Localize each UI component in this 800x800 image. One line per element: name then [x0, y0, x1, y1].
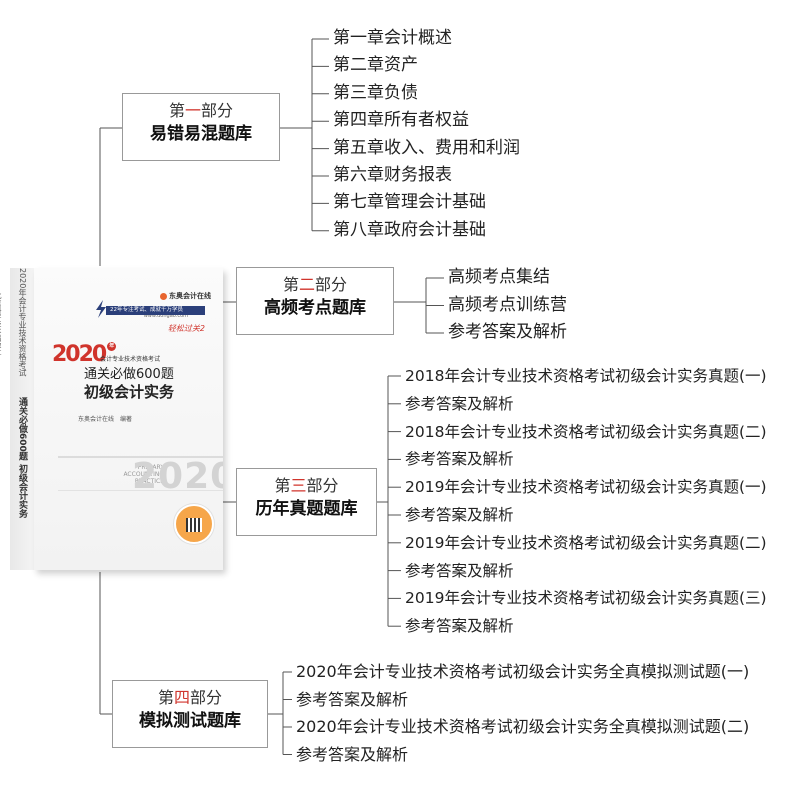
part-suffix: 部分	[190, 688, 223, 707]
part-prefix: 第	[157, 688, 174, 707]
part-number: 三	[290, 476, 307, 495]
brand-name: 东奥会计在线	[169, 292, 211, 300]
list-item: 2020年会计专业技术资格考试初级会计实务全真模拟测试题(一)	[296, 662, 750, 681]
brand-url: www.dongao.com	[143, 313, 188, 319]
part-label: 第三部分	[237, 475, 376, 497]
cover-title-line2: 初级会计实务	[84, 383, 175, 401]
series-signature: 轻松过关2	[167, 324, 205, 333]
brand-logo-icon	[160, 292, 167, 300]
cover-stripe-lower	[58, 490, 223, 491]
list-item: 2019年会计专业技术资格考试初级会计实务真题(三)	[405, 589, 767, 608]
list-item: 高频考点训练营	[448, 294, 567, 315]
cover-big-year: 2020	[132, 456, 223, 497]
list-item: 高频考点集结	[448, 267, 550, 287]
list-item: 第一章会计概述	[333, 28, 452, 48]
spine-title-text: 通关必做600题 初级会计实务	[17, 396, 27, 518]
list-item: 2020年会计专业技术资格考试初级会计实务全真模拟测试题(二)	[296, 717, 750, 736]
part-suffix: 部分	[315, 275, 348, 294]
spine-publisher-text: 北京科学技术出版社	[0, 292, 2, 355]
list-item: 2019年会计专业技术资格考试初级会计实务真题(二)	[405, 533, 767, 552]
part-label: 第二部分	[237, 274, 393, 296]
part-label: 第一部分	[123, 100, 279, 122]
book-cover: 东奥会计在线 www.dongao.com 22年专注考试、成就千万学员 轻松过…	[34, 268, 223, 570]
list-item: 第二章资产	[333, 55, 418, 76]
part-number: 四	[173, 688, 190, 707]
part-name: 历年真题题库	[255, 499, 358, 519]
qr-seal-icon	[174, 504, 214, 544]
part-number: 一	[184, 101, 201, 120]
list-item: 第六章财务报表	[333, 165, 452, 185]
cover-english-subtitle: PRIMARY ACCOUNTING PRACTICE	[123, 464, 164, 485]
list-item: 第三章负债	[333, 82, 418, 103]
part-number: 二	[298, 275, 315, 294]
part-box-1: 第一部分 易错易混题库	[122, 93, 280, 161]
list-item: 第四章所有者权益	[333, 110, 469, 131]
part-name: 易错易混题库	[150, 124, 252, 144]
list-item: 2018年会计专业技术资格考试初级会计实务真题(二)	[405, 422, 767, 441]
list-item: 参考答案及解析	[296, 689, 409, 709]
part-prefix: 第	[274, 476, 291, 495]
list-item: 第八章政府会计基础	[333, 219, 486, 240]
part-box-3: 第三部分 历年真题题库	[236, 468, 377, 536]
list-item: 2018年会计专业技术资格考试初级会计实务真题(一)	[405, 367, 767, 385]
cover-year-number: 2020	[52, 342, 107, 367]
cover-exam-line: 会计专业技术资格考试	[100, 356, 161, 363]
cover-author: 东奥会计在线 编著	[78, 416, 133, 423]
slogan-ribbon: 22年专注考试、成就千万学员	[106, 306, 205, 315]
list-item: 2019年会计专业技术资格考试初级会计实务真题(一)	[405, 478, 767, 497]
year-badge: 年	[107, 342, 117, 351]
list-item: 参考答案及解析	[405, 394, 514, 413]
book-spine: 2020年会计专业技术资格考试 通关必做600题 初级会计实务 北京科学技术出版…	[0, 268, 35, 570]
list-item: 参考答案及解析	[405, 506, 514, 524]
list-item: 参考答案及解析	[405, 450, 514, 469]
part-name: 高频考点题库	[264, 298, 366, 318]
part-name: 模拟测试题库	[139, 711, 241, 731]
part-label: 第四部分	[113, 687, 267, 709]
list-item: 参考答案及解析	[448, 322, 567, 342]
part-box-2: 第二部分 高频考点题库	[236, 267, 394, 335]
cover-title-line1: 通关必做600题	[84, 367, 174, 382]
part-prefix: 第	[282, 275, 299, 294]
list-item: 参考答案及解析	[405, 617, 514, 636]
book-image: 2020年会计专业技术资格考试 通关必做600题 初级会计实务 北京科学技术出版…	[0, 268, 223, 570]
part-prefix: 第	[168, 101, 185, 120]
list-item: 第五章收入、费用和利润	[333, 137, 520, 158]
qr-code-icon	[186, 518, 202, 532]
cover-stripe	[58, 456, 223, 458]
list-item: 参考答案及解析	[405, 561, 514, 580]
list-item: 第七章管理会计基础	[333, 192, 486, 213]
list-item: 参考答案及解析	[296, 744, 409, 764]
spine-exam-text: 2020年会计专业技术资格考试	[18, 268, 27, 377]
part-suffix: 部分	[306, 476, 339, 495]
brand-logo: 东奥会计在线	[160, 291, 211, 301]
part-suffix: 部分	[201, 101, 234, 120]
part-box-4: 第四部分 模拟测试题库	[112, 680, 268, 748]
lightning-icon	[96, 300, 106, 318]
